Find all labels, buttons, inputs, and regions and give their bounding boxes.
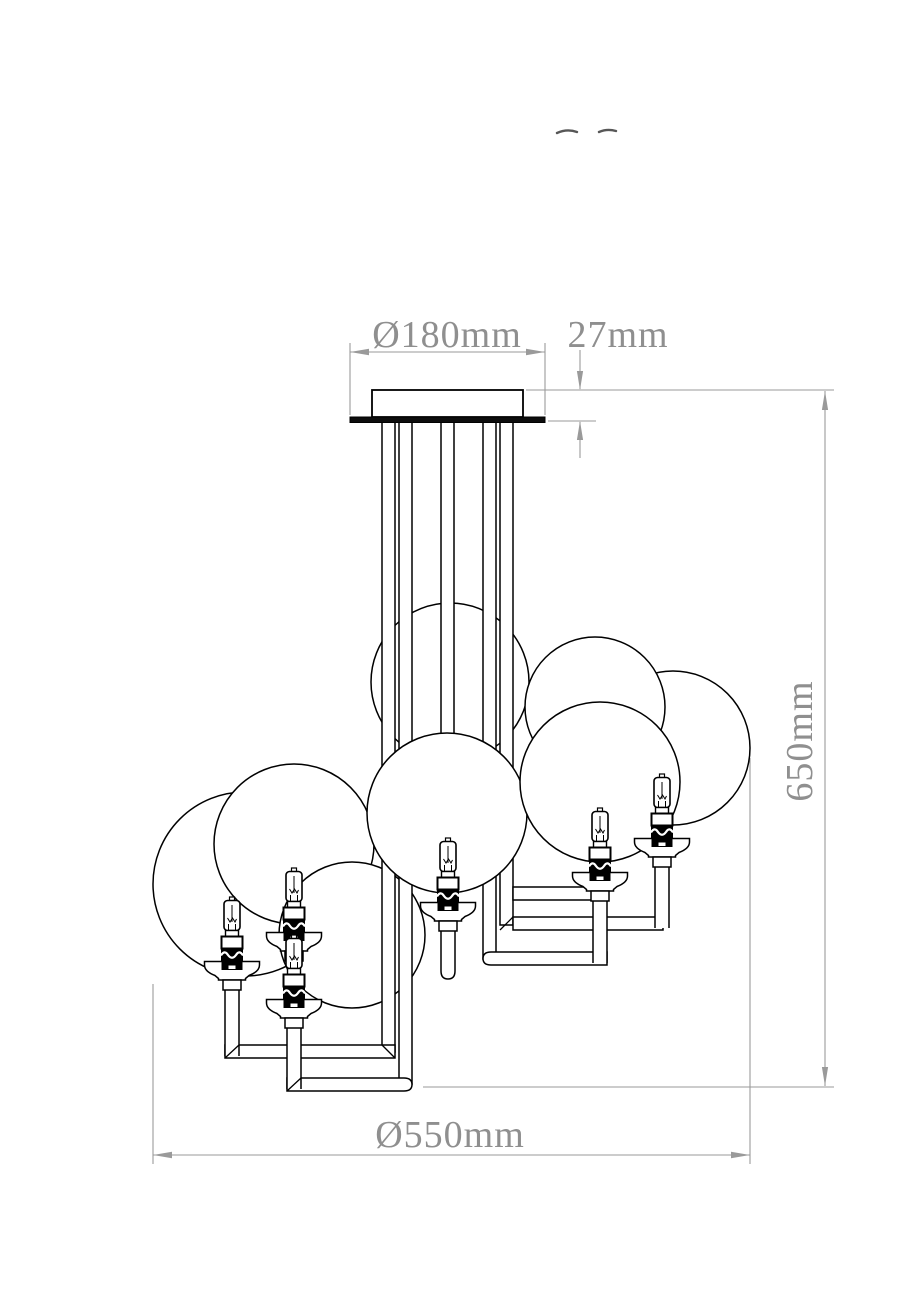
canopy-body	[371, 389, 524, 418]
arrow-down-icon	[821, 1067, 829, 1086]
ceiling-canopy	[349, 389, 546, 423]
dim-overall-height: 650mm	[423, 391, 834, 1088]
canopy-diameter-label: Ø180mm	[372, 314, 522, 356]
canopy-plate	[349, 416, 546, 423]
arrow-down-icon	[576, 371, 584, 390]
lamp-stem-right-inner	[592, 898, 608, 963]
arm-bars	[224, 886, 664, 1092]
arrow-up-icon	[576, 421, 584, 440]
arm-bar-right-mid	[512, 916, 664, 931]
lamp-stem-left-inner	[286, 1021, 302, 1089]
arrow-right-icon	[731, 1151, 750, 1159]
dim-canopy-height: 27mm	[526, 314, 834, 458]
arm-bar-left-upper	[224, 1044, 396, 1059]
artifact-mark	[555, 128, 618, 135]
arrow-left-icon	[350, 348, 369, 356]
lamp-stems	[224, 859, 670, 1089]
overall-height-label: 650mm	[779, 680, 821, 801]
canopy-height-label: 27mm	[567, 314, 668, 356]
arrow-left-icon	[153, 1151, 172, 1159]
corner-bevels	[224, 916, 514, 1092]
dim-canopy-diameter: Ø180mm	[349, 314, 546, 415]
dim-overall-diameter: Ø550mm	[152, 758, 751, 1164]
lamp-stem-left-outer	[224, 987, 240, 1056]
lamp-stem-right-outer	[654, 859, 670, 928]
hanger-rod	[381, 421, 396, 1053]
arm-bar-right-upper	[512, 886, 594, 901]
arrow-up-icon	[821, 391, 829, 410]
arm-bar-right-lower	[482, 951, 608, 966]
overall-diameter-label: Ø550mm	[375, 1114, 525, 1156]
lamp-stem-center-drop	[440, 925, 456, 980]
arm-bar-left-lower	[286, 1077, 413, 1092]
arrow-right-icon	[526, 348, 545, 356]
